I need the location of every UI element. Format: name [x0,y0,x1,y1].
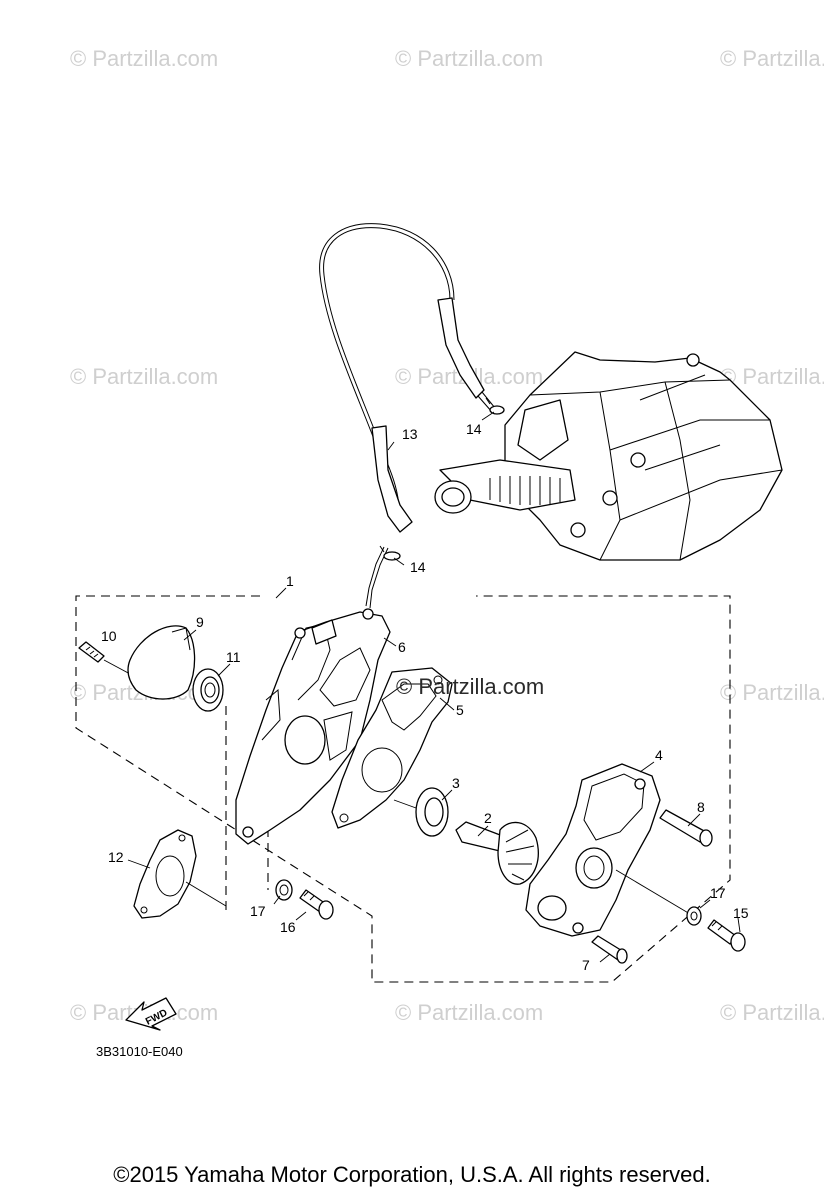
impeller-2 [455,821,539,885]
callout-14-lower: 14 [410,559,426,575]
callout-13: 13 [402,426,418,442]
hose-13 [319,223,496,609]
bolt-16 [299,889,334,920]
callout-6: 6 [398,639,406,655]
callout-15: 15 [733,905,749,921]
housing-6 [235,608,391,845]
gasket-5 [331,667,453,829]
bolt-7 [591,935,628,964]
washer-17-left [275,879,293,901]
bearing-11 [192,668,224,712]
callout-9: 9 [196,614,204,630]
watermark: © Partzilla.com [395,46,543,71]
callout-8: 8 [697,799,705,815]
callout-7: 7 [582,957,590,973]
clamp-14-lower [379,545,401,561]
callout-17-left: 17 [250,903,266,919]
callout-2: 2 [484,810,492,826]
watermark: © Partzilla.com [70,364,218,389]
callout-1: 1 [286,573,294,589]
callouts: 1 2 3 4 5 6 7 8 9 10 11 12 13 14 14 15 1… [101,421,749,973]
diagram-code: 3B31010-E040 [96,1044,183,1059]
copyright-notice: ©2015 Yamaha Motor Corporation, U.S.A. A… [113,1162,711,1187]
clamp-14-upper [485,397,505,415]
pump-cover-4 [525,763,691,937]
callout-17-right: 17 [710,885,726,901]
plate-9 [127,625,196,700]
watermark: © Partzilla.com [720,1000,824,1025]
callout-16: 16 [280,919,296,935]
callout-14-upper: 14 [466,421,482,437]
watermark: © Partzilla.com [720,680,824,705]
callout-3: 3 [452,775,460,791]
callout-12: 12 [108,849,124,865]
watermark-center: © Partzilla.com [396,674,544,699]
bolt-10 [78,641,131,675]
leader-lines [127,411,741,963]
washer-17-right [686,906,702,926]
watermark: © Partzilla.com [395,1000,543,1025]
bolt-15 [707,919,746,952]
callout-4: 4 [655,747,663,763]
watermark: © Partzilla.com [70,46,218,71]
watermark: © Partzilla.com [720,46,824,71]
callout-11: 11 [226,649,241,665]
gasket-12 [133,829,227,919]
seal-3 [393,787,449,837]
coolant-tank [434,351,783,561]
bolt-8 [659,809,713,847]
callout-10: 10 [101,628,117,644]
watermark: © Partzilla.com [720,364,824,389]
callout-5: 5 [456,702,464,718]
